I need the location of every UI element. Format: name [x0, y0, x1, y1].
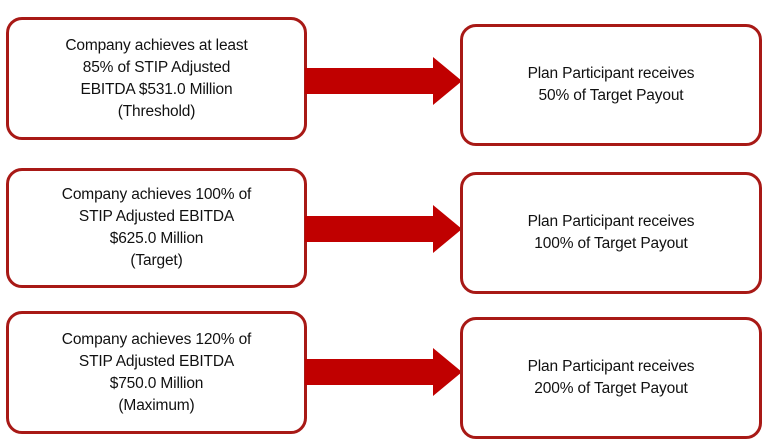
outcome-text-threshold: Plan Participant receives 50% of Target …	[527, 65, 695, 104]
outcome-box-threshold[interactable]: Plan Participant receives 50% of Target …	[460, 24, 762, 146]
condition-box-maximum[interactable]: Company achieves 120% of STIP Adjusted E…	[6, 311, 307, 434]
outcome-box-maximum[interactable]: Plan Participant receives 200% of Target…	[460, 317, 762, 439]
right-arrow-icon-maximum	[305, 347, 462, 397]
condition-box-threshold[interactable]: Company achieves at least 85% of STIP Ad…	[6, 17, 307, 140]
condition-text-target: Company achieves 100% of STIP Adjusted E…	[61, 186, 252, 269]
outcome-box-target[interactable]: Plan Participant receives 100% of Target…	[460, 172, 762, 294]
condition-text-maximum: Company achieves 120% of STIP Adjusted E…	[61, 330, 252, 414]
right-arrow-icon-target	[305, 204, 462, 254]
condition-text-threshold: Company achieves at least 85% of STIP Ad…	[65, 36, 248, 120]
outcome-text-maximum: Plan Participant receives 200% of Target…	[527, 358, 695, 397]
outcome-text-target: Plan Participant receives 100% of Target…	[527, 213, 695, 252]
condition-box-target[interactable]: Company achieves 100% of STIP Adjusted E…	[6, 168, 307, 288]
right-arrow-icon-threshold	[305, 56, 462, 106]
